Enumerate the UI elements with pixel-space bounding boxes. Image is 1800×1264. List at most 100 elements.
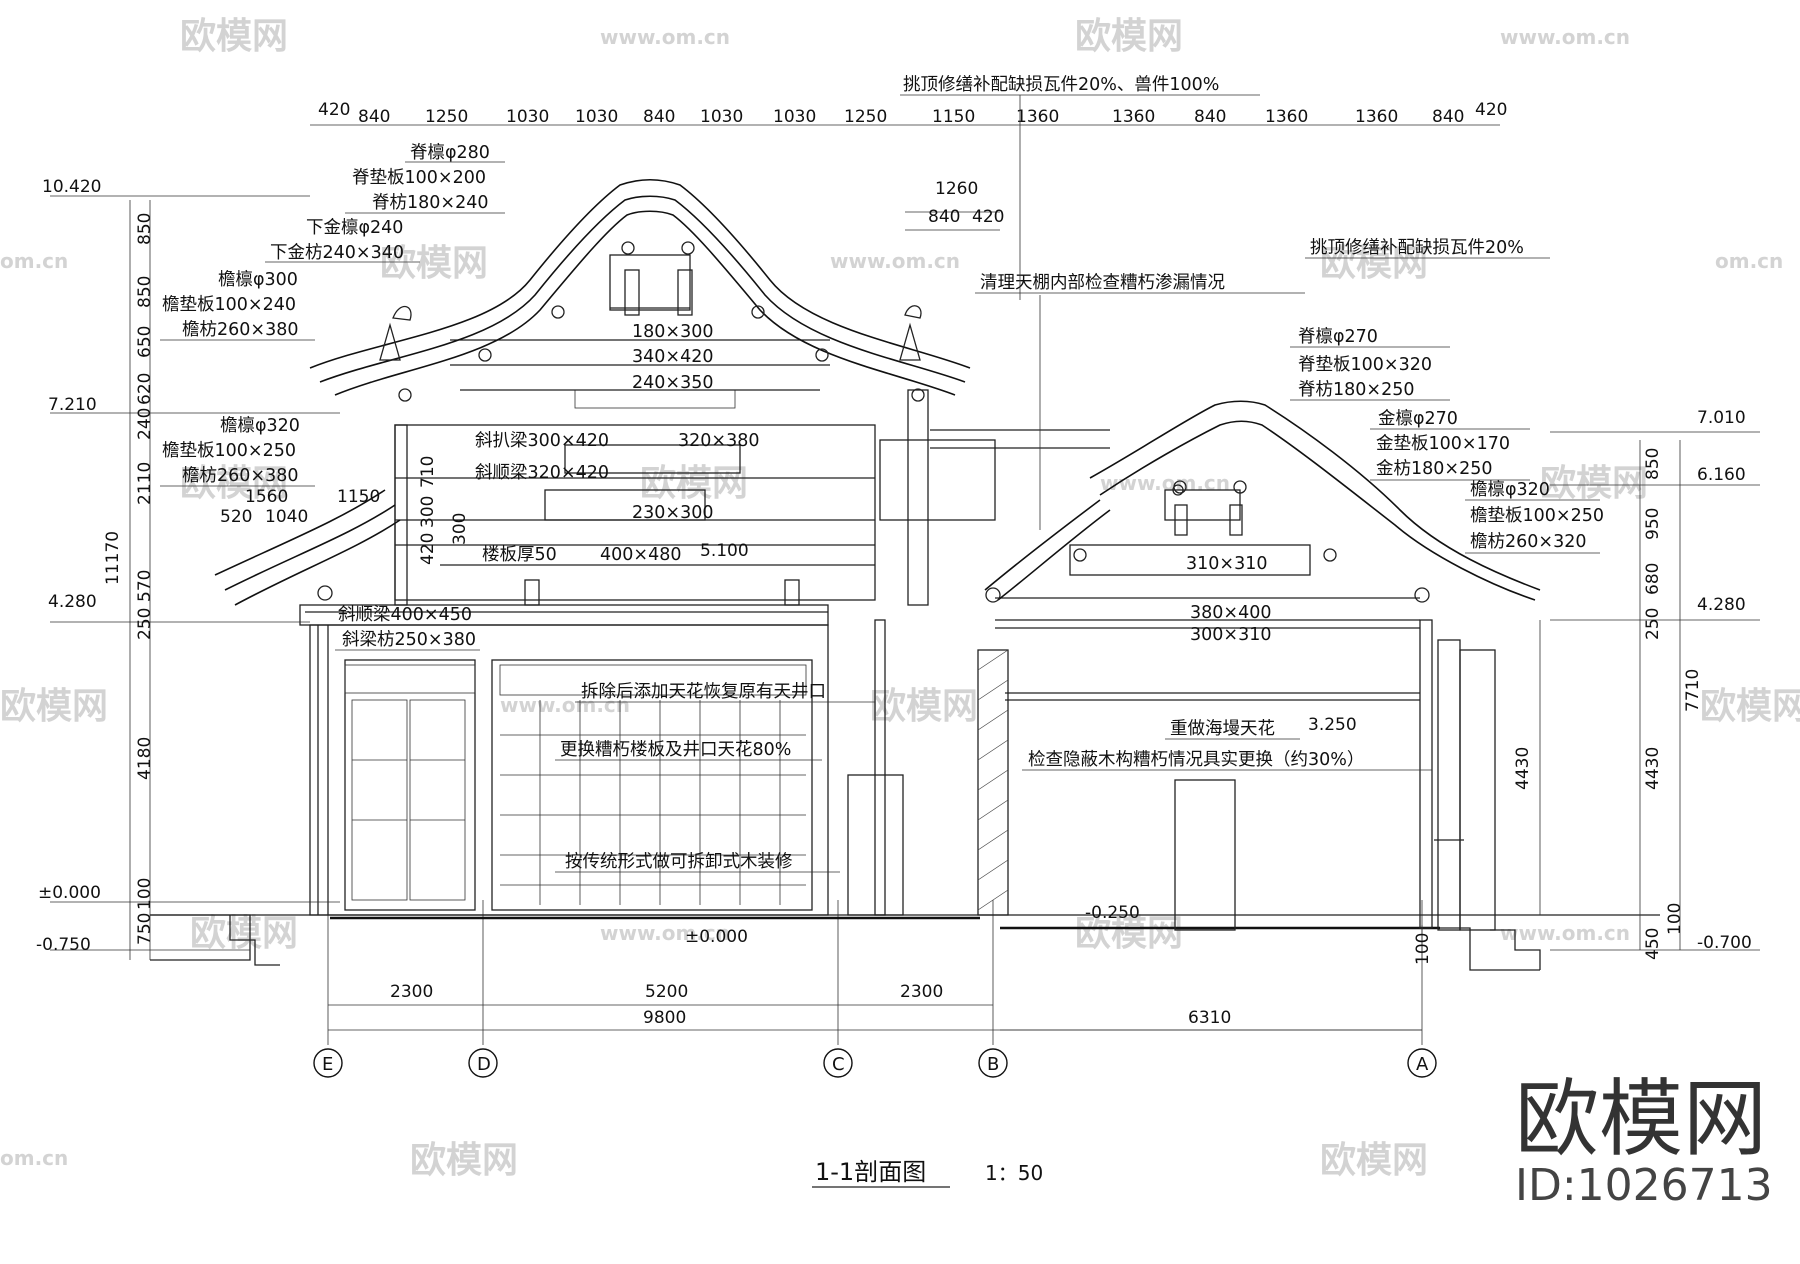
dim-vert: 750 (135, 913, 155, 945)
elevation-mark: ±0.000 (38, 883, 101, 903)
brand-logo: 欧模网 ID:1026713 (1515, 1070, 1773, 1211)
elevation-mark: -0.750 (36, 935, 91, 955)
dim-top: 840 (358, 107, 390, 127)
watermark-logo: 欧模网 (1540, 463, 1648, 504)
elevations: 10.420 7.210 4.280 ±0.000 -0.750 7.010 6… (36, 177, 1752, 955)
member-label: 檐垫板100×250 (1470, 506, 1604, 526)
dim-top: 1030 (506, 107, 549, 127)
dim-small: 1040 (265, 507, 308, 527)
note-roof-right: 挑顶修缮补配缺损瓦件20% (1310, 238, 1524, 258)
watermark-logo: 欧模网 (410, 1140, 518, 1181)
elevation-mark: 7.210 (48, 395, 97, 415)
dim-bottom: 2300 (390, 982, 433, 1002)
dim-vert: 4430 (1643, 747, 1663, 790)
notes: 挑顶修缮补配缺损瓦件20%、兽件100% 挑顶修缮补配缺损瓦件20% 清理天棚内… (560, 75, 1524, 872)
dim-vert: 4430 (1513, 747, 1533, 790)
note-wood-fitting: 按传统形式做可拆卸式木装修 (565, 852, 793, 872)
member-label: 脊垫板100×200 (352, 168, 486, 188)
dim-vert: 450 (1643, 928, 1663, 960)
member-label: 檐檩φ320 (220, 416, 300, 436)
member-label: 斜顺梁400×450 (338, 605, 472, 625)
elevation-mark: 10.420 (42, 177, 101, 197)
note-redo-ceiling: 重做海墁天花 (1170, 719, 1275, 739)
right-member-labels: 脊檩φ270 脊垫板100×320 脊枋180×250 金檩φ270 金垫板10… (1298, 327, 1604, 552)
dim-top: 1360 (1112, 107, 1155, 127)
elevation-mark: 6.160 (1697, 465, 1746, 485)
dim-vert: 850 (135, 276, 155, 308)
note-hidden-timber: 检查隐蔽木构糟朽情况具实更换（约30%） (1028, 750, 1364, 770)
drawing-title-text: 1-1剖面图 (815, 1158, 926, 1186)
member-label: 金枋180×250 (1376, 459, 1492, 479)
dim-top: 1030 (575, 107, 618, 127)
dim-vert: 4180 (135, 737, 155, 780)
right-vertical-dimensions: 850 950 680 250 7710 4430 100 450 4430 (1513, 448, 1703, 960)
dim-mid: 420 (972, 207, 1004, 227)
note-add-ceiling: 拆除后添加天花恢复原有天井口 (581, 682, 826, 702)
watermarks: 欧模网 欧模网 www.om.cn www.om.cn om.cn 欧模网 ww… (0, 16, 1800, 1181)
member-label: 檐枋260×380 (182, 320, 298, 340)
dim-top: 1360 (1265, 107, 1308, 127)
drawing-title: 1-1剖面图 1：50 (815, 1158, 1043, 1186)
dim-top: 1360 (1016, 107, 1059, 127)
watermark-logo: 欧模网 (1320, 243, 1428, 284)
dim-vert: 2110 (135, 462, 155, 505)
watermark-logo: 欧模网 (640, 463, 748, 504)
watermark-url: om.cn (0, 1146, 68, 1170)
elevation-mark: -0.250 (1085, 903, 1140, 923)
dim-top: 840 (643, 107, 675, 127)
dim-small: 420 (418, 533, 438, 565)
dim-small: 300 (450, 513, 470, 545)
member-label: 檐垫板100×250 (162, 441, 296, 461)
top-dimensions-right: 1150 1360 1360 840 1360 1360 840 420 (932, 100, 1507, 127)
watermark-logo: 欧模网 (1700, 686, 1800, 727)
drawing-scale: 1：50 (985, 1161, 1043, 1185)
dim-total: 11170 (103, 531, 123, 585)
member-label: 斜梁枋250×380 (342, 630, 476, 650)
dim-vert: 570 (135, 570, 155, 602)
dim-top: 1150 (932, 107, 975, 127)
member-label: 金垫板100×170 (1376, 434, 1510, 454)
watermark-logo: 欧模网 (0, 686, 108, 727)
watermark-url: www.om.cn (1500, 25, 1630, 49)
dim-small: 300 (418, 496, 438, 528)
axis-label: B (987, 1054, 999, 1075)
watermark-logo: 欧模网 (1075, 16, 1183, 57)
dim-top: 840 (1432, 107, 1464, 127)
dim-top: 1250 (844, 107, 887, 127)
elevation-mark: 4.280 (48, 592, 97, 612)
member-label: 檐枋260×380 (182, 466, 298, 486)
dim-mid: 1260 (935, 179, 978, 199)
dim-vert: 250 (135, 608, 155, 640)
dim-top: 420 (1475, 100, 1507, 120)
elevation-mark: 5.100 (700, 541, 749, 561)
left-member-labels: 脊檩φ280 脊垫板100×200 脊枋180×240 下金檩φ240 下金枋2… (162, 143, 490, 486)
watermark-url: om.cn (1715, 249, 1783, 273)
watermark-logo: 欧模网 (1320, 1140, 1428, 1181)
dim-small: 1150 (337, 487, 380, 507)
watermark-logo: 欧模网 (190, 913, 298, 954)
dim-mid: 840 (928, 207, 960, 227)
watermark-logo: 欧模网 (180, 16, 288, 57)
dim-top: 1030 (700, 107, 743, 127)
dim-top: 1360 (1355, 107, 1398, 127)
member-label: 脊檩φ270 (1298, 327, 1378, 347)
beam-label: 320×380 (678, 431, 759, 451)
member-label: 檐垫板100×240 (162, 295, 296, 315)
brand-logo-text: 欧模网 (1515, 1070, 1767, 1168)
dim-vert: 100 (1665, 903, 1685, 935)
member-label: 檐枋260×320 (1470, 532, 1586, 552)
beam-label: 300×310 (1190, 625, 1271, 645)
member-label: 脊檩φ280 (410, 143, 490, 163)
dim-vert: 950 (1643, 508, 1663, 540)
dim-top: 420 (318, 100, 350, 120)
dim-bottom: 6310 (1188, 1008, 1231, 1028)
dim-vert: 240 (135, 408, 155, 440)
leader-lines (160, 94, 1600, 873)
watermark-url: www.om.cn (600, 921, 730, 945)
member-label: 脊枋180×250 (1298, 380, 1414, 400)
dim-vert: 650 (135, 326, 155, 358)
member-label: 下金枋240×340 (270, 243, 404, 263)
note-replace-floor: 更换糟朽楼板及井口天花80% (560, 740, 791, 760)
